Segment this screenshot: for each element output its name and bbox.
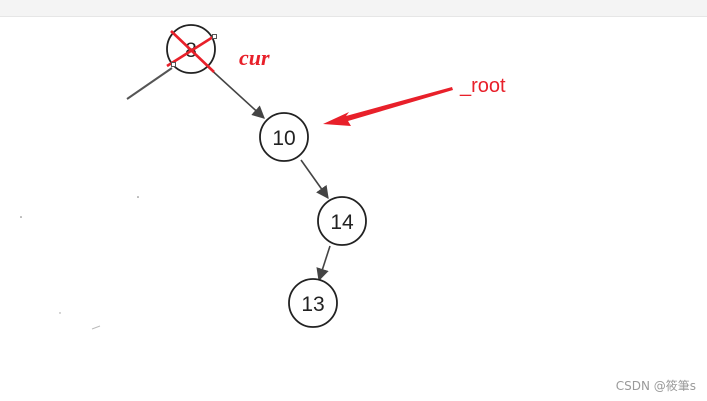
speck	[20, 216, 22, 218]
selection-handle	[171, 62, 176, 67]
edge-10-14	[300, 159, 329, 200]
node-label-13: 13	[301, 293, 324, 316]
tree-node-14: 14	[317, 196, 367, 246]
tree-node-13: 13	[288, 278, 338, 328]
root-pointer-arrow	[323, 87, 453, 126]
speck	[137, 196, 139, 198]
node-label-14: 14	[330, 211, 354, 234]
edge-14-13	[316, 245, 331, 282]
speck	[91, 325, 101, 330]
watermark: CSDN @筱筆s	[616, 378, 696, 393]
cur-label: cur	[239, 45, 270, 70]
tree-node-8: 8	[166, 24, 217, 74]
root-label: _root	[459, 75, 506, 97]
edge-8-10	[206, 65, 265, 119]
selection-handle	[212, 34, 217, 39]
cross-mark	[166, 35, 214, 68]
speck	[59, 312, 61, 314]
node-label-10: 10	[272, 127, 295, 150]
cross-mark	[170, 30, 215, 73]
top-bar	[0, 0, 707, 17]
edge-8-left	[126, 67, 173, 100]
tree-node-10: 10	[259, 112, 309, 162]
